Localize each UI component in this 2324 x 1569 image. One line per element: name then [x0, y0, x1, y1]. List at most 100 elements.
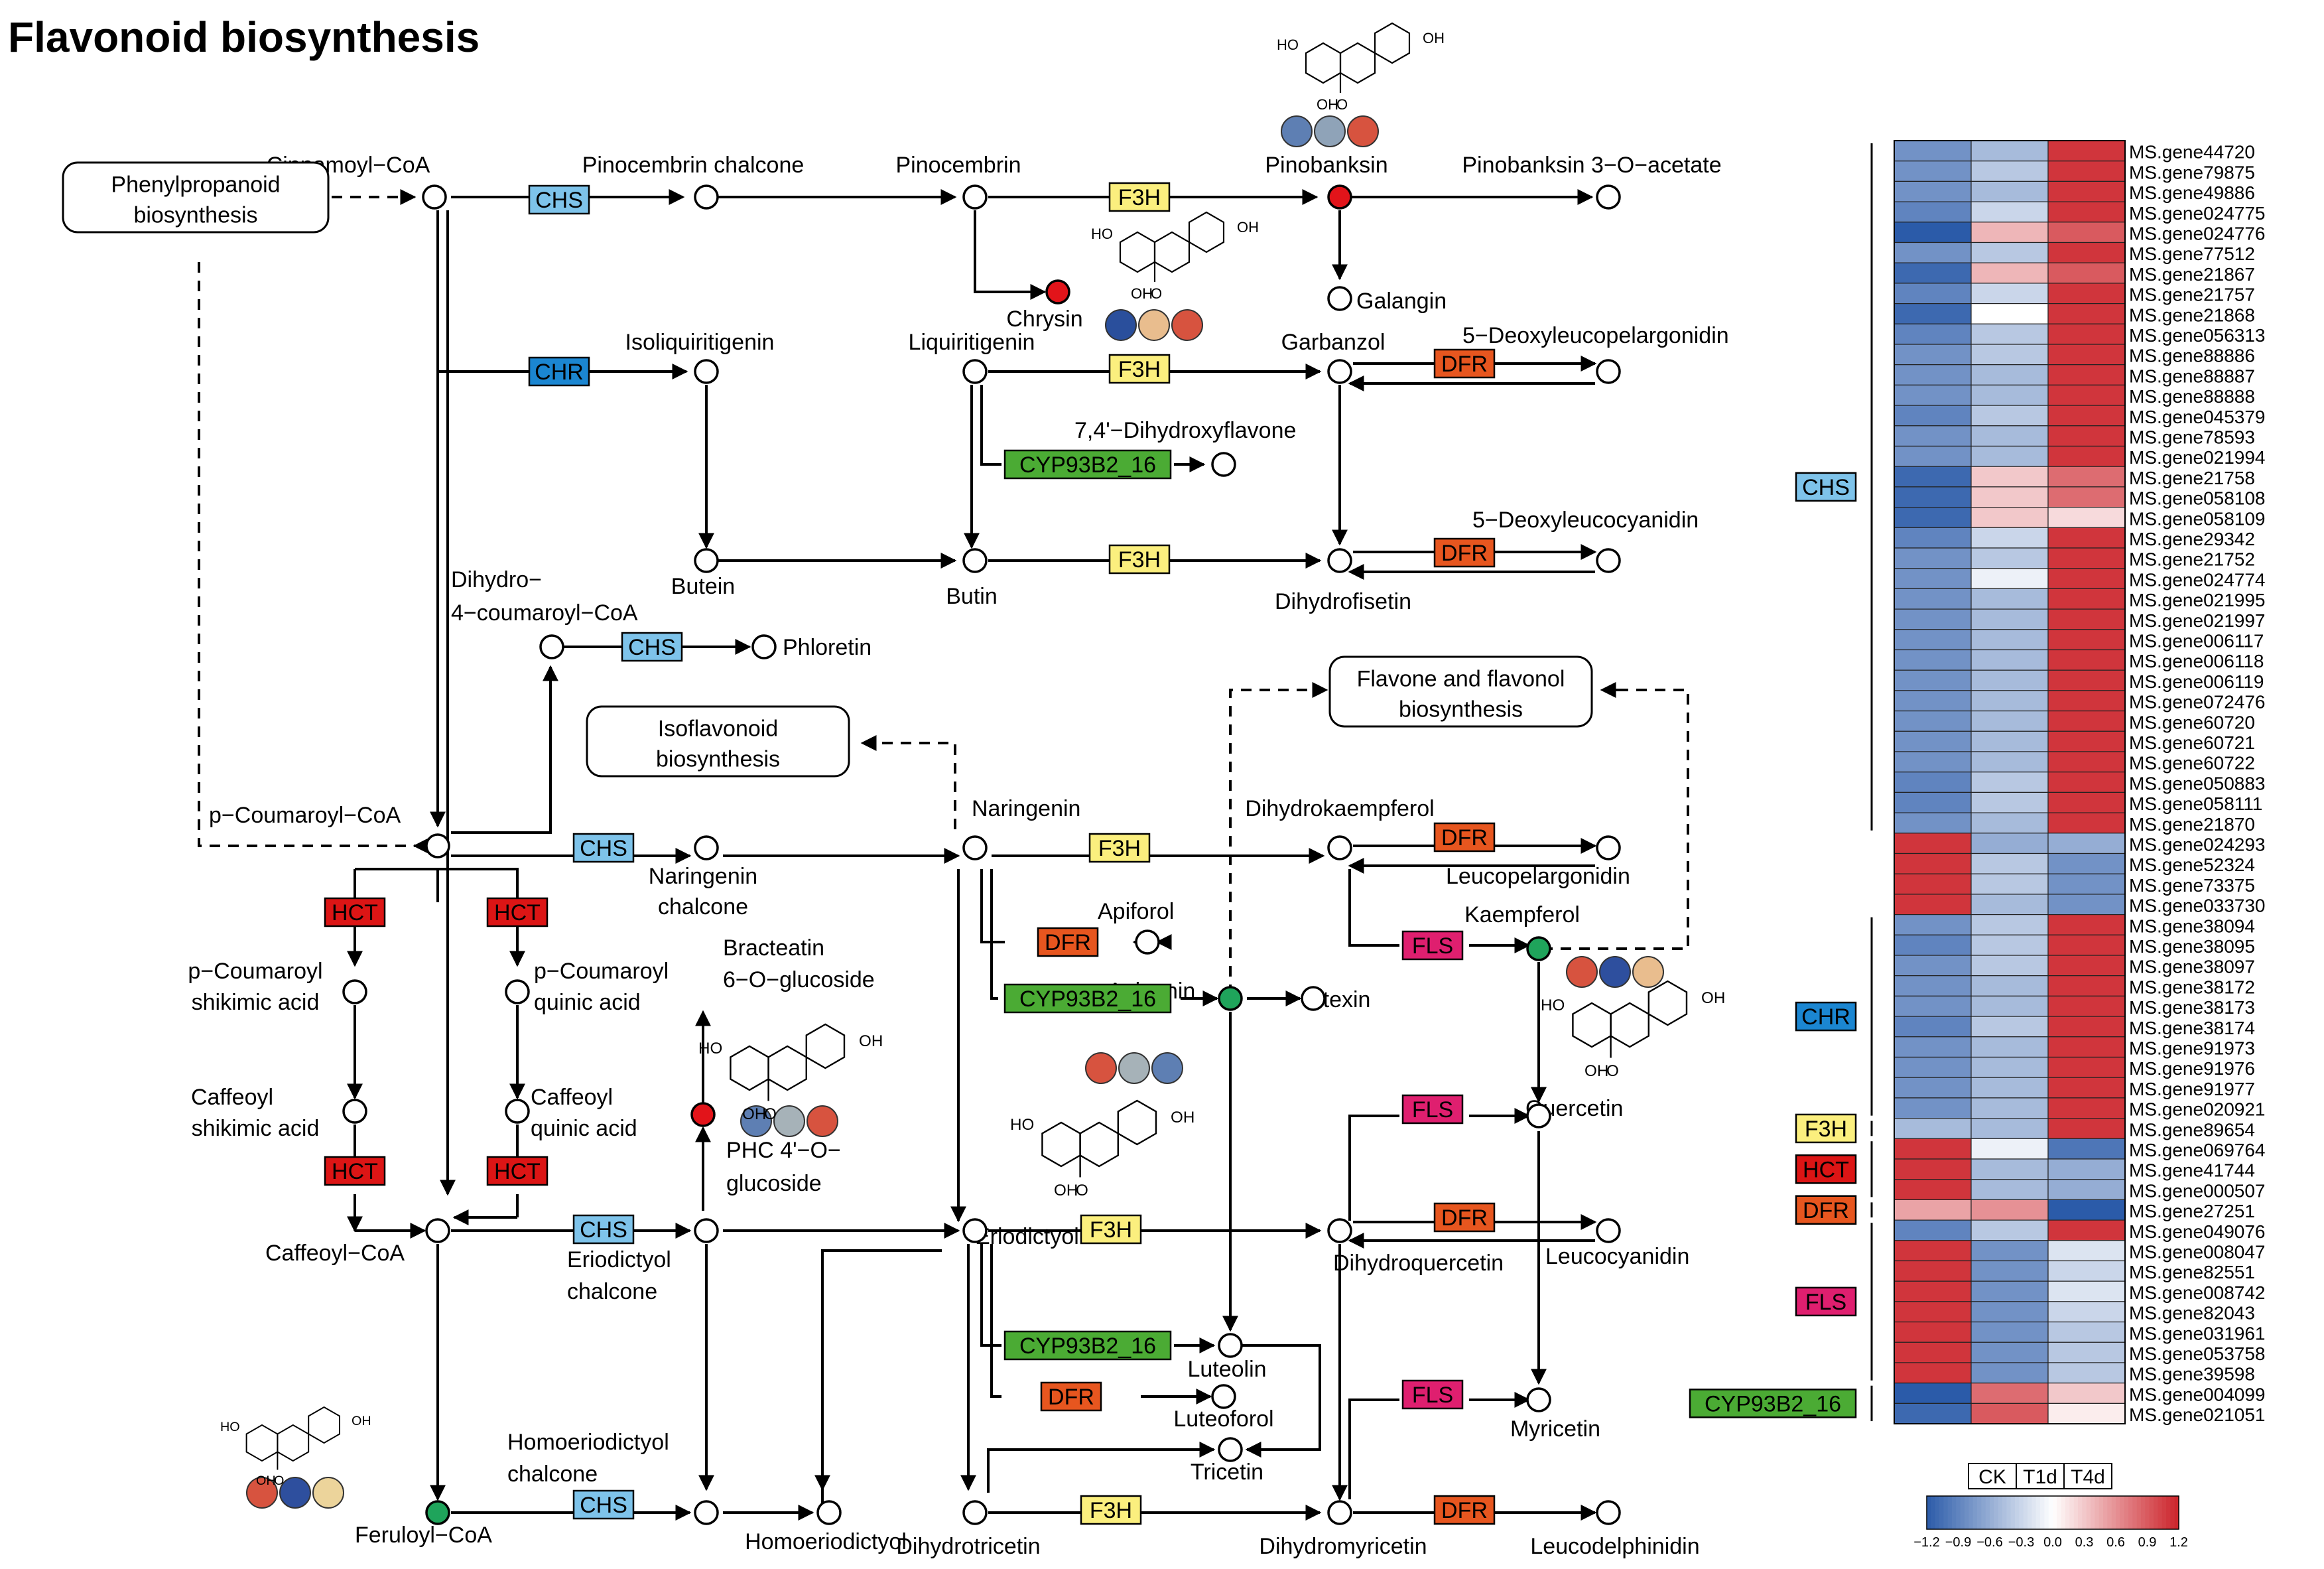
heatmap-cell	[2047, 710, 2126, 732]
enzyme-dfr-7[interactable]: DFR	[1433, 1495, 1496, 1525]
heatmap-gene-label: MS.gene38097	[2129, 957, 2255, 977]
heatmap-cell	[2047, 1016, 2126, 1038]
enzyme-dfr-6[interactable]: DFR	[1040, 1381, 1102, 1412]
node-liquiritigenin[interactable]	[962, 359, 988, 384]
node-caffeoyl-coa[interactable]	[425, 1218, 450, 1243]
heatmap-cell	[1970, 161, 2049, 182]
node-homoeriodictyol-chalcone[interactable]	[694, 1500, 719, 1525]
enzyme-f3h-2[interactable]: F3H	[1108, 354, 1171, 384]
enzyme-cyp93b2-1[interactable]: CYP93B2_16	[1003, 449, 1172, 480]
scale-swatch	[2098, 1496, 2104, 1529]
node-p-coumaroyl-quinic-acid[interactable]	[505, 979, 530, 1004]
node-garbanzol[interactable]	[1327, 359, 1352, 384]
node-phc[interactable]	[690, 1102, 716, 1127]
node-pinocembrin[interactable]	[962, 184, 988, 210]
node-pinobanksin-acetate[interactable]	[1596, 184, 1621, 210]
enzyme-dfr-3[interactable]: DFR	[1433, 822, 1496, 853]
node-dihydro-coumaroyl-coa[interactable]	[539, 634, 564, 659]
heatmap-cell	[1970, 1402, 2049, 1424]
node-caffeoyl-quinic-acid[interactable]	[505, 1099, 530, 1124]
enzyme-chs-5[interactable]: CHS	[572, 1489, 635, 1520]
node-homoeriodictyol[interactable]	[816, 1500, 842, 1525]
enzyme-cyp93b2-3[interactable]: CYP93B2_16	[1003, 1330, 1172, 1361]
scale-tick-label: 0.0	[2043, 1535, 2062, 1550]
node-leucodelphinidin[interactable]	[1596, 1500, 1621, 1525]
enzyme-hct-4[interactable]: HCT	[486, 1156, 549, 1186]
scale-swatch	[2128, 1496, 2133, 1529]
enzyme-f3h-4[interactable]: F3H	[1088, 833, 1151, 863]
heatmap-cell	[2047, 527, 2126, 549]
node-dihydrofisetin[interactable]	[1327, 548, 1352, 573]
node-kaempferol[interactable]	[1526, 936, 1551, 961]
enzyme-f3h-6[interactable]: F3H	[1080, 1495, 1142, 1525]
node-dihydroxyflavone[interactable]	[1211, 452, 1236, 477]
enzyme-f3h-3[interactable]: F3H	[1108, 544, 1171, 575]
node-eriodictyol[interactable]	[962, 1218, 988, 1243]
heatmap-cell	[1894, 791, 1972, 813]
node-leucopelargonidin[interactable]	[1596, 835, 1621, 860]
node-deoxyleucocyanidin[interactable]	[1596, 548, 1621, 573]
node-feruloyl-coa[interactable]	[425, 1500, 450, 1525]
enzyme-fls-3[interactable]: FLS	[1401, 1379, 1464, 1410]
node-dihydrotricetin[interactable]	[962, 1500, 988, 1525]
heatmap-cell	[2047, 486, 2126, 508]
node-galangin[interactable]	[1327, 286, 1352, 311]
enzyme-dfr-4[interactable]: DFR	[1037, 927, 1099, 957]
heatmap-cell	[1970, 934, 2049, 956]
enzyme-label: F3H	[1118, 185, 1161, 210]
node-myricetin[interactable]	[1526, 1387, 1551, 1412]
structure-atom-label: OH	[256, 1473, 276, 1488]
enzyme-fls-2[interactable]: FLS	[1401, 1094, 1464, 1125]
node-leucocyanidin[interactable]	[1596, 1218, 1621, 1243]
enzyme-chs-1[interactable]: CHS	[528, 184, 590, 215]
enzyme-dfr-1[interactable]: DFR	[1433, 348, 1496, 379]
node-butin[interactable]	[962, 548, 988, 573]
node-naringenin[interactable]	[962, 835, 988, 860]
node-quercetin[interactable]	[1526, 1103, 1551, 1128]
heatmap-gene-label: MS.gene000507	[2129, 1180, 2266, 1201]
enzyme-hct-2[interactable]: HCT	[486, 897, 549, 927]
enzyme-chs-4[interactable]: CHS	[572, 1214, 635, 1245]
enzyme-label: HCT	[332, 900, 378, 925]
enzyme-fls-1[interactable]: FLS	[1401, 930, 1464, 961]
node-dihydromyricetin[interactable]	[1327, 1500, 1352, 1525]
node-dihydroquercetin[interactable]	[1327, 1218, 1352, 1243]
node-pinobanksin[interactable]	[1327, 184, 1352, 210]
enzyme-cyp93b2-2[interactable]: CYP93B2_16	[1003, 983, 1172, 1014]
enzyme-hct-3[interactable]: HCT	[324, 1156, 386, 1186]
node-eriodictyol-chalcone[interactable]	[694, 1218, 719, 1243]
node-butein[interactable]	[694, 548, 719, 573]
enzyme-chr[interactable]: CHR	[528, 356, 590, 387]
enzyme-f3h-1[interactable]: F3H	[1108, 182, 1171, 212]
node-vitexin[interactable]	[1301, 986, 1326, 1011]
enzyme-chs-3[interactable]: CHS	[572, 833, 635, 863]
enzyme-f3h-5[interactable]: F3H	[1080, 1214, 1142, 1245]
node-caffeoyl-shikimic-acid[interactable]	[342, 1099, 367, 1124]
node-p-coumaroyl-shikimic-acid[interactable]	[342, 979, 367, 1004]
enzyme-label: FLS	[1412, 1097, 1453, 1123]
node-luteoforol[interactable]	[1211, 1384, 1236, 1409]
heatmap-cell	[2047, 914, 2126, 935]
enzyme-hct-1[interactable]: HCT	[324, 897, 386, 927]
scale-swatch	[1952, 1496, 1957, 1529]
node-dihydrokaempferol[interactable]	[1327, 835, 1352, 860]
node-tricetin[interactable]	[1218, 1437, 1243, 1462]
node-naringenin-chalcone[interactable]	[694, 835, 719, 860]
heatmap-cell	[1970, 1219, 2049, 1241]
node-isoliquiritigenin[interactable]	[694, 359, 719, 384]
node-p-coumaroyl-coa[interactable]	[425, 833, 450, 858]
node-apigenin[interactable]	[1218, 986, 1243, 1011]
node-phloretin[interactable]	[751, 634, 777, 659]
enzyme-dfr-2[interactable]: DFR	[1433, 537, 1496, 568]
node-deoxyleucopelargonidin[interactable]	[1596, 359, 1621, 384]
enzyme-chs-2[interactable]: CHS	[621, 632, 683, 662]
node-cinnamoyl-coa[interactable]	[422, 184, 447, 210]
node-chrysin[interactable]	[1045, 279, 1070, 305]
node-apiforol[interactable]	[1135, 929, 1160, 955]
node-pinocembrin-chalcone[interactable]	[694, 184, 719, 210]
enzyme-dfr-5[interactable]: DFR	[1433, 1202, 1496, 1233]
node-luteolin[interactable]	[1218, 1333, 1243, 1358]
